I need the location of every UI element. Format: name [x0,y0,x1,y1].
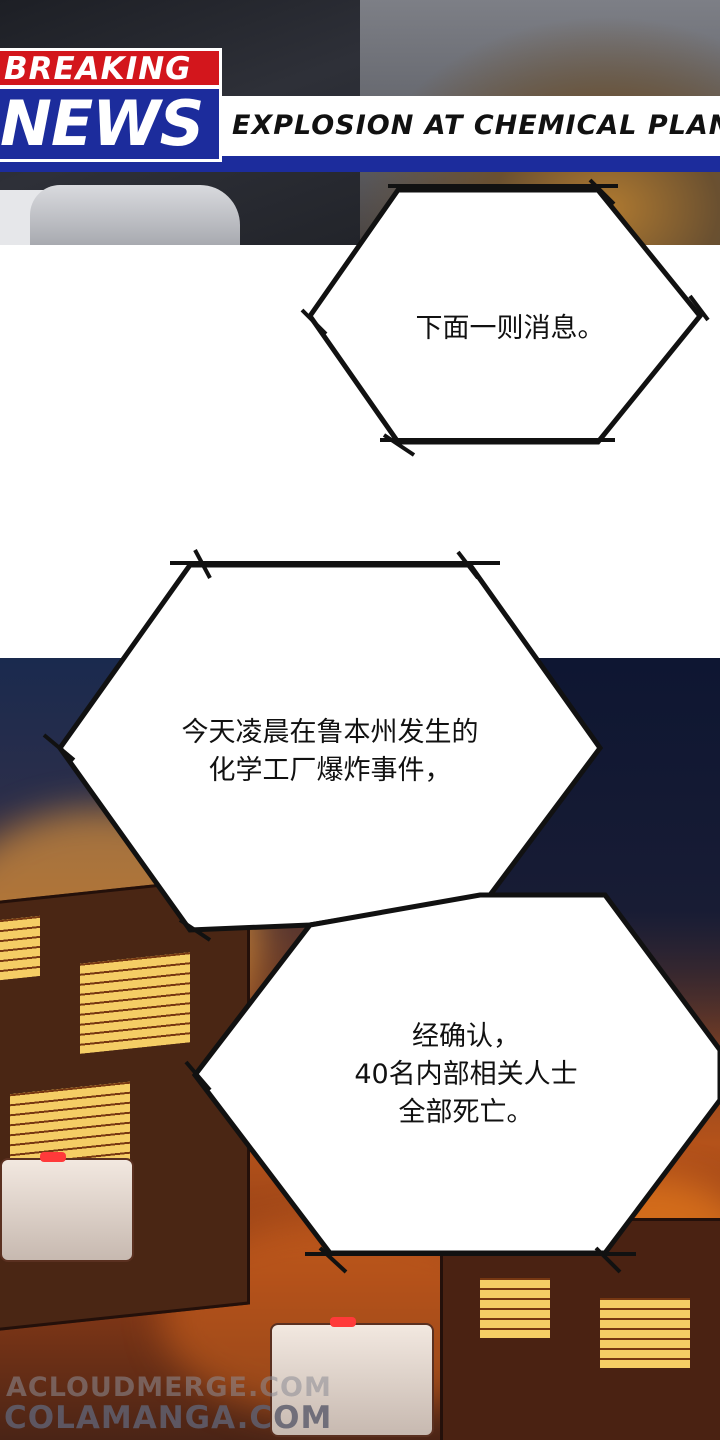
news-badge: NEWS [0,86,222,162]
news-broadcast-panel: BREAKING NEWS EXPLOSION AT CHEMICAL PLAN… [0,0,720,245]
anchor-hands [30,185,240,245]
speech-bubble-3-text: 经确认， 40名内部相关人士 全部死亡。 [296,1018,636,1132]
breaking-badge: BREAKING [0,48,222,88]
siren-light [40,1152,66,1162]
headline-bar: EXPLOSION AT CHEMICAL PLANT [222,96,720,162]
burning-window [600,1298,690,1368]
bubble-line: 全部死亡。 [398,1097,534,1128]
speech-bubble-1-text: 下面一则消息。 [360,310,660,348]
siren-light [330,1317,356,1327]
speech-bubble-1 [300,178,710,457]
headline-text: EXPLOSION AT CHEMICAL PLANT [232,110,720,141]
bubble-line: 化学工厂爆炸事件， [208,755,452,786]
fire-truck [0,1158,134,1262]
ticker-strip [0,162,720,172]
breaking-label: BREAKING [4,51,192,87]
watermark-colamanga: COLAMANGA.COM [4,1400,333,1436]
speech-bubble-3 [184,892,720,1274]
bubble-line: 40名内部相关人士 [354,1059,578,1090]
bubble-line: 下面一则消息。 [415,313,605,344]
news-label: NEWS [0,87,204,160]
speech-bubble-2-text: 今天凌晨在鲁本州发生的 化学工厂爆炸事件， [110,714,550,790]
bubble-line: 经确认， [412,1021,520,1052]
burning-window [480,1278,550,1338]
fire-truck [270,1323,434,1437]
bubble-line: 今天凌晨在鲁本州发生的 [181,717,479,748]
watermark-acloudmerge: ACLOUDMERGE.COM [6,1372,332,1403]
